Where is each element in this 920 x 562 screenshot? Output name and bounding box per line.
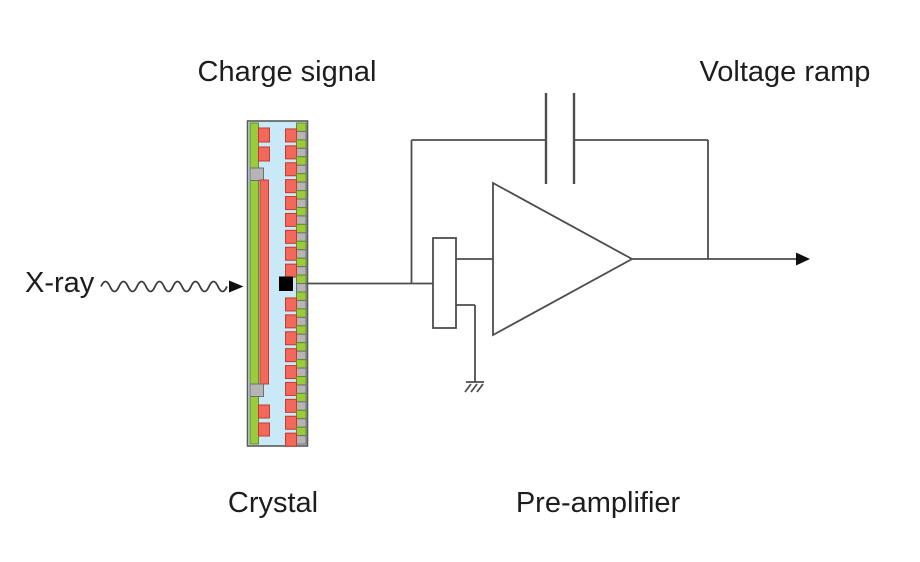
crystal-left-red-segment <box>258 404 270 419</box>
crystal-column-cell <box>296 291 307 301</box>
crystal-column-cell <box>296 190 307 200</box>
label-xray: X-ray <box>25 267 95 299</box>
crystal-left-gray-cap <box>249 383 264 397</box>
crystal-column-cell <box>296 376 307 386</box>
crystal-pixel-pad <box>285 263 297 278</box>
crystal-column-cell <box>296 181 307 192</box>
crystal-pixel-pad <box>285 348 297 363</box>
crystal-pixel-pad <box>285 297 297 312</box>
crystal-column-cell <box>296 342 307 352</box>
label-charge-signal: Charge signal <box>198 56 377 88</box>
crystal-column-cell <box>296 325 307 335</box>
crystal-column-cell <box>296 156 307 166</box>
crystal-column-cell <box>296 308 307 318</box>
crystal-pixel-pad <box>285 432 297 447</box>
crystal-column-cell <box>296 198 307 209</box>
crystal-pixel-pad <box>285 415 297 430</box>
crystal-column-cell <box>296 164 307 175</box>
ground-tick <box>464 383 472 393</box>
input-stage-block <box>432 237 457 329</box>
crystal-pixel-pad <box>285 381 297 396</box>
crystal-component <box>246 120 309 447</box>
crystal-column-cell <box>296 384 307 394</box>
crystal-column-cell <box>296 316 307 327</box>
crystal-pixel-pad <box>285 196 297 211</box>
crystal-column-cell <box>296 350 307 361</box>
label-crystal: Crystal <box>228 487 318 519</box>
crystal-pixel-pad <box>285 314 297 329</box>
crystal-pixel-pad <box>285 179 297 194</box>
crystal-left-red-segment <box>258 146 270 162</box>
crystal-column-cell <box>296 249 307 259</box>
output-arrowhead-icon <box>796 252 810 266</box>
crystal-pixel-pad <box>285 331 297 346</box>
label-voltage-ramp: Voltage ramp <box>700 56 871 88</box>
crystal-column-cell <box>296 426 307 437</box>
crystal-column-cell <box>296 401 307 411</box>
crystal-pixel-pad <box>285 365 297 380</box>
crystal-pixel-pad <box>285 145 297 160</box>
crystal-column-cell <box>296 240 307 251</box>
xray-arrowhead-icon <box>229 280 244 293</box>
crystal-segmented-column <box>285 122 307 447</box>
crystal-pixel-pad <box>285 162 297 177</box>
xray-wave-line <box>100 280 228 293</box>
ground-symbol <box>464 381 484 393</box>
crystal-column-cell <box>296 223 307 234</box>
opamp-triangle <box>492 181 634 337</box>
ground-tick <box>476 383 484 393</box>
crystal-column-cell <box>296 409 307 420</box>
crystal-column-cell <box>296 207 307 217</box>
crystal-pixel-pad <box>285 246 297 261</box>
crystal-column-cell <box>296 147 307 158</box>
crystal-column-cell <box>296 435 307 445</box>
crystal-pixel-pad <box>285 398 297 413</box>
crystal-left-gray-cap <box>249 167 264 181</box>
crystal-left-green-strip <box>249 122 259 445</box>
crystal-left-red-segment <box>258 127 270 143</box>
label-pre-amplifier: Pre-amplifier <box>516 487 681 519</box>
crystal-column-cell <box>296 215 307 225</box>
crystal-column-cell <box>296 266 307 276</box>
crystal-pixel-pad <box>285 212 297 227</box>
crystal-column-cell <box>296 232 307 242</box>
ground-tick <box>470 383 478 393</box>
crystal-column-cell <box>296 283 307 293</box>
crystal-column-cell <box>296 359 307 369</box>
crystal-column-cell <box>296 122 307 132</box>
crystal-column-cell <box>296 173 307 183</box>
crystal-column-cell <box>296 299 307 310</box>
crystal-column-cell <box>296 333 307 344</box>
crystal-column-cell <box>296 367 307 377</box>
crystal-pixel-pad <box>285 128 297 143</box>
crystal-electrode-black <box>279 276 293 291</box>
crystal-column-cell <box>296 418 307 428</box>
feedback-capacitor <box>544 93 576 184</box>
crystal-column-cell <box>296 257 307 268</box>
crystal-pixel-pad <box>285 229 297 244</box>
crystal-column-cell <box>296 392 307 403</box>
crystal-column-cell <box>296 130 307 141</box>
crystal-column-cell <box>296 274 307 285</box>
crystal-inner-red-strip <box>259 179 269 385</box>
crystal-column-cell <box>296 139 307 149</box>
crystal-left-red-segment <box>258 422 270 437</box>
